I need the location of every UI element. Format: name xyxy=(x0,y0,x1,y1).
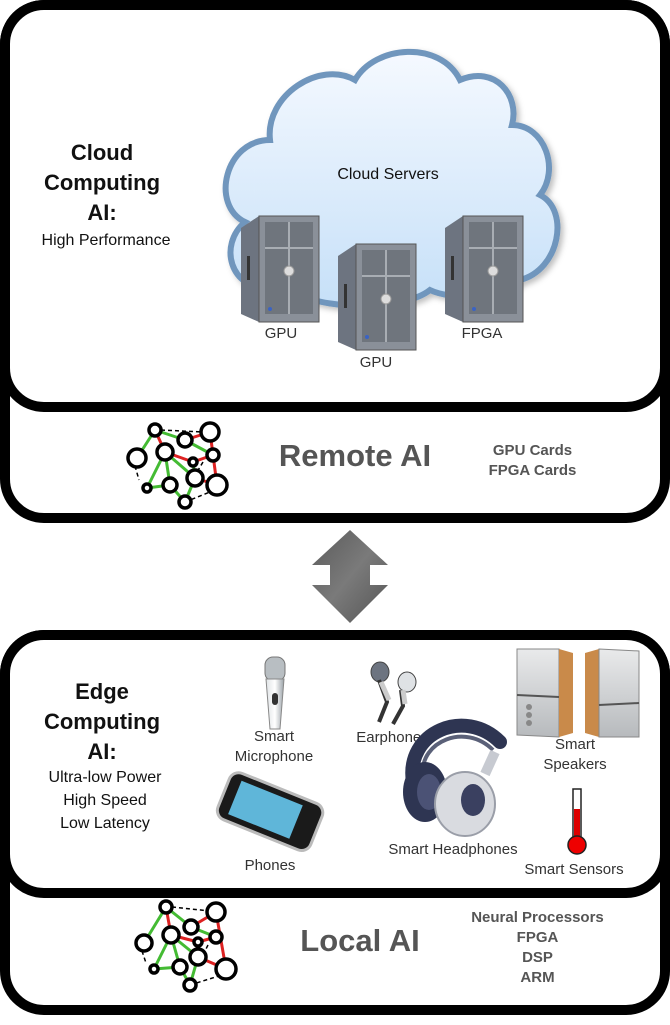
device-label-headphones: Smart Headphones xyxy=(388,841,518,858)
device-label-phones: Phones xyxy=(244,857,296,874)
edge-heading: Edge Computing AI: xyxy=(12,677,192,767)
server-tower-icon xyxy=(241,215,320,323)
device-label-line: Smart xyxy=(554,736,595,753)
cloud-label: Cloud Servers xyxy=(337,166,439,183)
cloud-heading-line-3: AI: xyxy=(87,200,117,225)
cloud-icon xyxy=(222,48,561,309)
device-label-earphones: Earphones xyxy=(356,729,429,746)
edge-feature: Low Latency xyxy=(60,815,150,832)
edge-heading-line-3: AI: xyxy=(87,739,117,764)
device-label-speakers: Smart Speakers xyxy=(530,735,620,775)
server-label: GPU xyxy=(359,354,393,371)
local-hardware-item: FPGA xyxy=(516,929,559,946)
speakers-icon xyxy=(516,648,640,738)
device-label-line: Microphone xyxy=(234,748,314,765)
device-label-line: Speakers xyxy=(543,756,607,773)
neural-network-icon xyxy=(134,899,238,993)
remote-hardware-item: GPU Cards xyxy=(492,442,573,459)
edge-feature: Ultra-low Power xyxy=(48,769,162,786)
edge-feature: High Speed xyxy=(63,792,147,809)
cloud-heading: Cloud Computing AI: xyxy=(12,138,192,228)
remote-hardware-list: GPU Cards FPGA Cards xyxy=(470,441,595,481)
cloud-feature: High Performance xyxy=(41,232,171,249)
cloud-heading-line-1: Cloud xyxy=(70,140,134,165)
local-hardware-item: ARM xyxy=(520,969,555,986)
bidirectional-arrow-icon xyxy=(312,530,388,623)
microphone-icon xyxy=(264,656,286,730)
edge-features: Ultra-low Power High Speed Low Latency xyxy=(12,766,198,835)
device-label-sensors: Smart Sensors xyxy=(524,861,624,878)
local-hardware-list: Neural Processors FPGA DSP ARM xyxy=(455,908,620,988)
device-label-line: Smart xyxy=(253,728,294,745)
server-label: FPGA xyxy=(461,325,503,342)
local-hardware-item: DSP xyxy=(522,949,553,966)
edge-heading-line-1: Edge xyxy=(75,679,129,704)
server-tower-icon xyxy=(445,215,524,323)
server-label: GPU xyxy=(264,325,298,342)
remote-hardware-item: FPGA Cards xyxy=(488,462,577,479)
headphones-icon xyxy=(403,718,507,837)
earphones-icon xyxy=(370,661,417,725)
local-hardware-item: Neural Processors xyxy=(471,909,604,926)
neural-network-icon xyxy=(126,421,229,510)
server-tower-icon xyxy=(338,243,417,351)
thermometer-icon xyxy=(567,788,587,855)
remote-ai-title: Remote AI xyxy=(278,438,432,473)
cloud-heading-line-2: Computing xyxy=(43,170,161,195)
edge-heading-line-2: Computing xyxy=(43,709,161,734)
device-label-microphone: Smart Microphone xyxy=(224,727,324,767)
local-ai-title: Local AI xyxy=(300,923,420,958)
phone-icon xyxy=(215,771,325,853)
